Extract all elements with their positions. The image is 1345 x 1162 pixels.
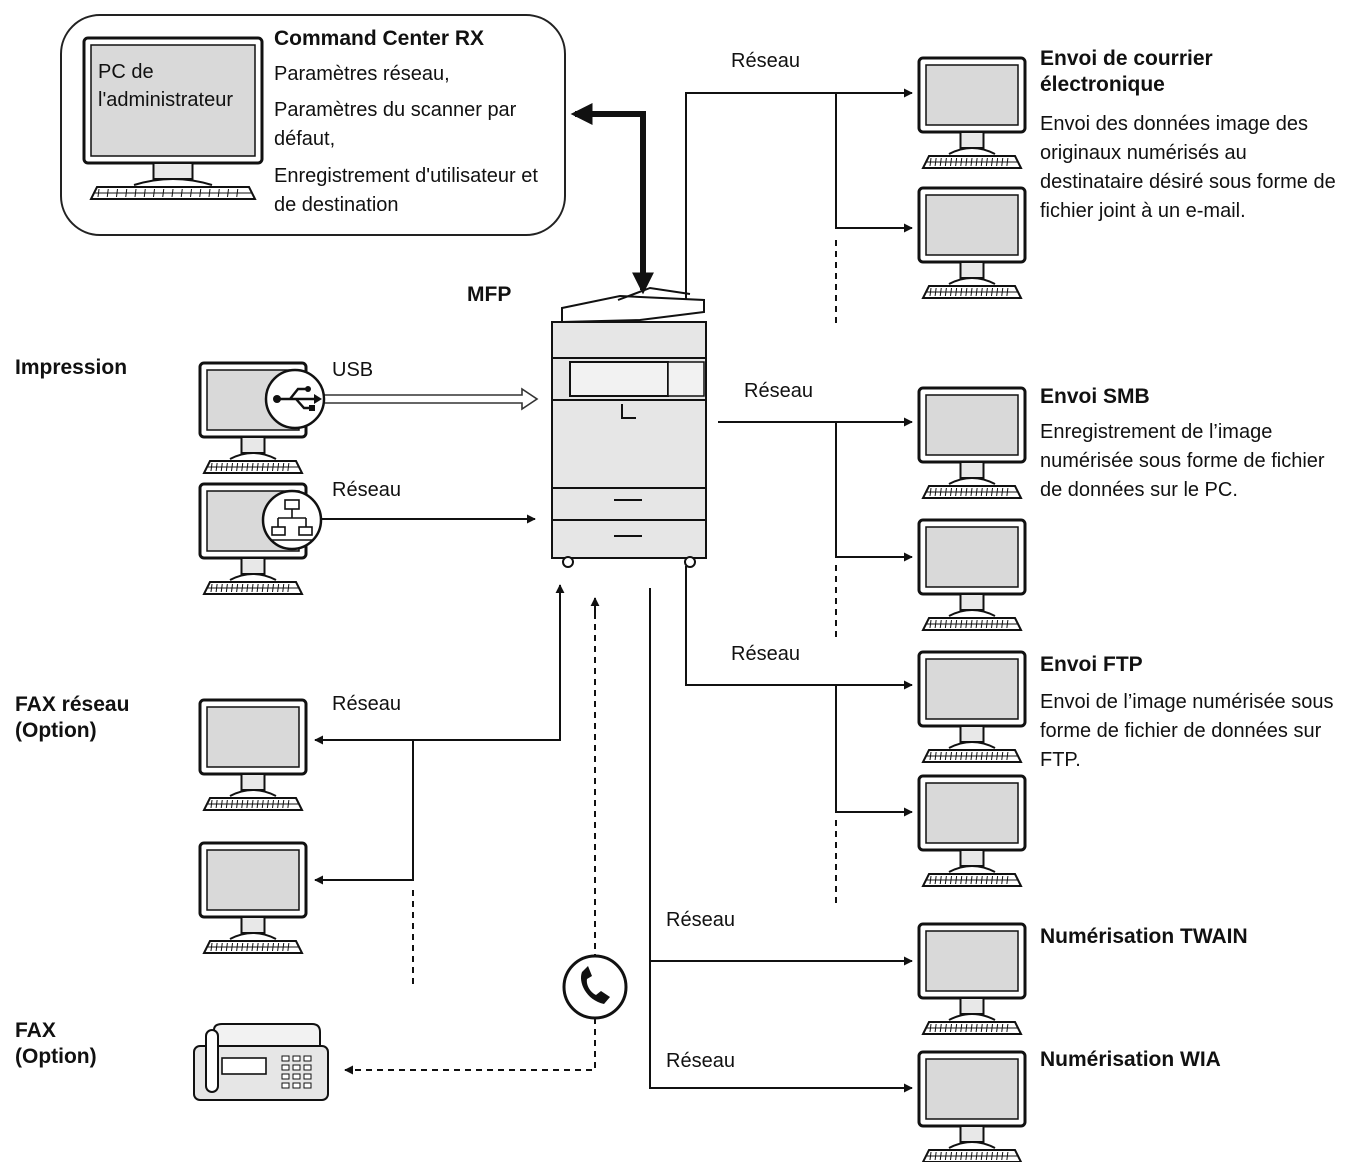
fax-network-label: Réseau xyxy=(332,693,401,715)
admin-pc-label: PC de l'administrateur xyxy=(98,61,233,111)
fax-device-icon xyxy=(193,1023,329,1101)
email-title: Envoi de courrier électronique xyxy=(1040,47,1213,96)
fax-heading: FAX (Option) xyxy=(15,1019,97,1068)
fax-network-pc-2-icon xyxy=(198,841,308,954)
usb-link xyxy=(321,387,539,411)
impression-network-label: Réseau xyxy=(332,479,401,501)
smb-pc-1-icon xyxy=(917,386,1027,499)
email-description: Envoi des données image des originaux nu… xyxy=(1040,113,1336,222)
wia-link xyxy=(649,961,913,1093)
mfp-device-icon xyxy=(551,286,707,568)
twain-network-label: Réseau xyxy=(666,909,735,931)
smb-title: Envoi SMB xyxy=(1040,385,1150,408)
impression-heading: Impression xyxy=(15,356,128,379)
ftp-network-label: Réseau xyxy=(731,643,800,665)
admin-line3: Enregistrement d'utilisateur et de desti… xyxy=(274,165,538,216)
ftp-title: Envoi FTP xyxy=(1040,653,1143,676)
phone-icon xyxy=(562,954,628,1020)
admin-link-arrow xyxy=(570,103,646,290)
smb-pc-2-icon xyxy=(917,518,1027,631)
twain-pc-icon xyxy=(917,922,1027,1035)
fax-network-link xyxy=(314,585,561,745)
twain-title: Numérisation TWAIN xyxy=(1040,925,1248,948)
wia-title: Numérisation WIA xyxy=(1040,1048,1221,1071)
email-network-label: Réseau xyxy=(731,50,800,72)
admin-pc-icon xyxy=(82,36,264,200)
email-pc-1-icon xyxy=(917,56,1027,169)
network-icon xyxy=(261,489,323,551)
ftp-pc-1-icon xyxy=(917,650,1027,763)
ftp-description: Envoi de l’image numérisée sous forme de… xyxy=(1040,691,1334,771)
usb-icon xyxy=(264,368,326,430)
fax-network-heading: FAX réseau (Option) xyxy=(15,693,130,742)
wia-network-label: Réseau xyxy=(666,1050,735,1072)
wia-pc-icon xyxy=(917,1050,1027,1162)
fax-network-pc-1-icon xyxy=(198,698,308,811)
admin-title: Command Center RX xyxy=(274,27,485,50)
mfp-label: MFP xyxy=(467,283,512,306)
email-pc-2-icon xyxy=(917,186,1027,299)
admin-line1: Paramètres réseau, xyxy=(274,63,450,85)
ftp-pc-2-icon xyxy=(917,774,1027,887)
smb-network-label: Réseau xyxy=(744,380,813,402)
smb-description: Enregistrement de l’image numérisée sous… xyxy=(1040,421,1325,501)
admin-box xyxy=(60,14,566,236)
usb-label: USB xyxy=(332,359,374,381)
admin-line2: Paramètres du scanner par défaut, xyxy=(274,99,517,150)
